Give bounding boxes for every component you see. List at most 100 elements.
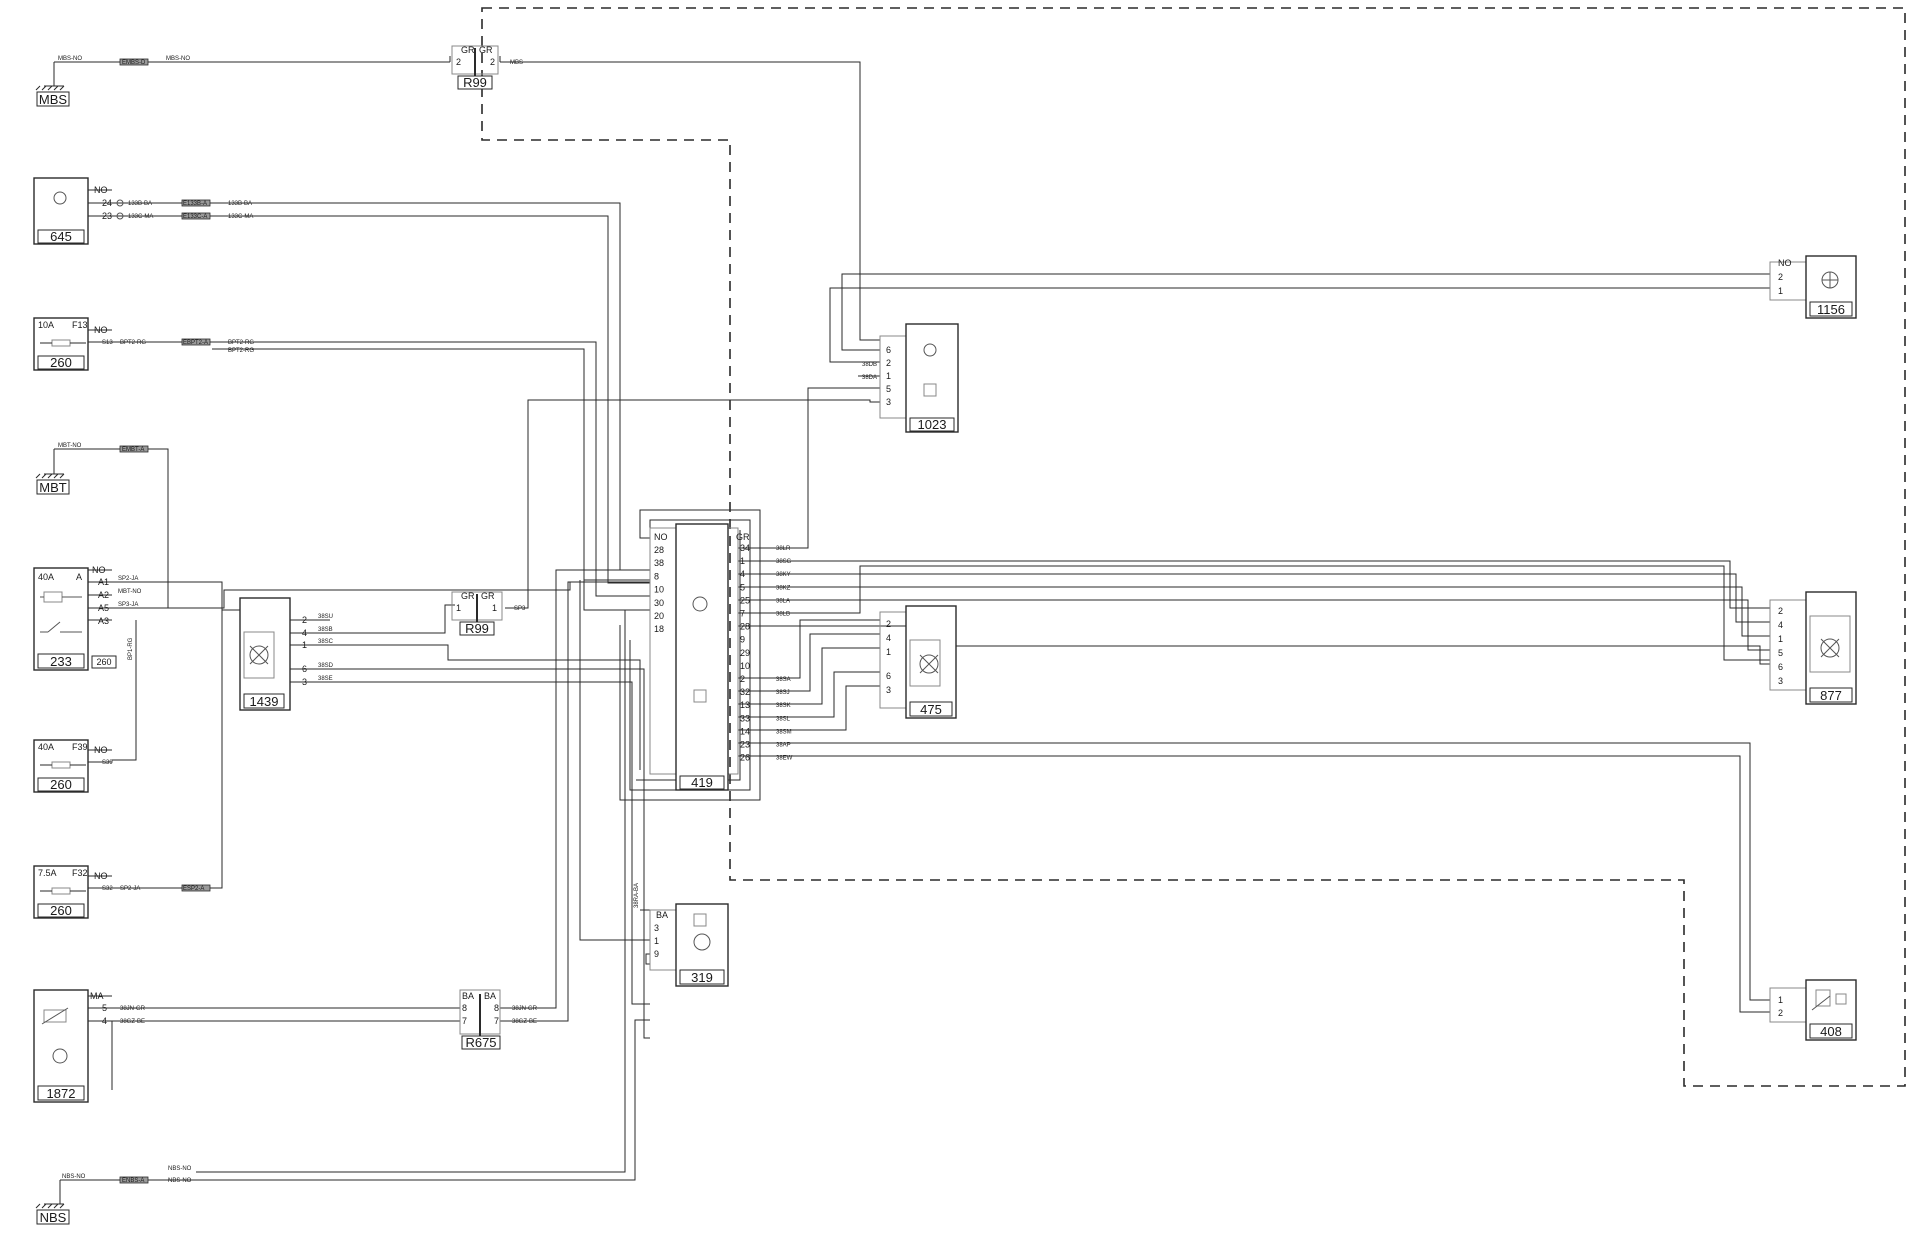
svg-text:1: 1	[886, 647, 891, 657]
component-1872: 1872 MA 5 4 38JN-GR 38GZ-BE	[33, 989, 146, 1103]
pin-419-right-28: 28	[740, 622, 750, 632]
svg-text:7: 7	[462, 1016, 467, 1026]
svg-text:7.5A: 7.5A	[38, 868, 57, 878]
component-419: 419 NO GR	[649, 523, 750, 791]
svg-text:F32: F32	[72, 868, 88, 878]
ground-mbt: MBT MBT-NO EMBT-A	[35, 443, 149, 495]
connector-r675: BA BA 8 7 8 7 R675 38JN-GR 38GZ-BE	[459, 989, 538, 1050]
component-1156: 1156 NO 2 1	[1769, 255, 1857, 319]
svg-text:1872: 1872	[47, 1086, 76, 1101]
svg-text:2: 2	[302, 615, 307, 625]
svg-text:3: 3	[886, 685, 891, 695]
svg-text:4: 4	[102, 1016, 107, 1026]
svg-text:A: A	[76, 572, 82, 582]
svg-text:260: 260	[50, 355, 72, 370]
pin-419-left-8: 8	[654, 571, 659, 581]
svg-text:38GZ-BE: 38GZ-BE	[120, 1019, 145, 1025]
svg-text:S39: S39	[102, 760, 113, 766]
svg-text:EBPT2-A: EBPT2-A	[183, 340, 208, 346]
svg-text:8: 8	[494, 1003, 499, 1013]
svg-text:2: 2	[456, 57, 461, 67]
svg-text:NO: NO	[1778, 258, 1792, 268]
svg-text:MBT-NO: MBT-NO	[58, 443, 82, 449]
svg-text:40A: 40A	[38, 572, 54, 582]
svg-text:2: 2	[1778, 1008, 1783, 1018]
ground-mbs-label: MBS	[39, 92, 68, 107]
pin-419-left-38: 38	[654, 558, 664, 568]
svg-text:9: 9	[654, 949, 659, 959]
svg-text:4: 4	[886, 633, 891, 643]
pin-419-left-28: 28	[654, 545, 664, 555]
svg-text:BA: BA	[484, 991, 496, 1001]
actuator-icon	[919, 654, 939, 674]
svg-text:MBS-NO: MBS-NO	[58, 56, 82, 62]
pin-419-right-33: 33	[740, 713, 750, 723]
svg-text:38SU: 38SU	[318, 614, 333, 620]
svg-text:6: 6	[886, 345, 891, 355]
component-319: 319 BA 3 1 9 38RA-BA	[634, 883, 729, 987]
wire-label-419-34: 38LR	[776, 546, 791, 552]
svg-text:1: 1	[1778, 995, 1783, 1005]
pin-419-right-25: 25	[740, 595, 750, 605]
sensor-icon	[923, 343, 937, 357]
wire-label-419-7: 38LB	[776, 612, 790, 618]
svg-text:38GZ-BE: 38GZ-BE	[512, 1019, 537, 1025]
svg-text:3: 3	[654, 923, 659, 933]
pin-419-right-14: 14	[740, 726, 750, 736]
svg-text:BPT2-RG: BPT2-RG	[120, 340, 146, 346]
svg-text:4: 4	[302, 628, 307, 638]
svg-text:NO: NO	[94, 325, 108, 335]
svg-text:38DA: 38DA	[862, 375, 877, 381]
svg-text:1: 1	[1778, 286, 1783, 296]
svg-text:1: 1	[886, 371, 891, 381]
svg-text:38SB: 38SB	[318, 627, 333, 633]
pin-419-right-9: 9	[740, 635, 745, 645]
svg-text:1156: 1156	[1817, 302, 1845, 317]
shield-zone-outline	[481, 7, 1906, 1087]
sensor-icon	[693, 913, 707, 927]
svg-text:38DB: 38DB	[862, 362, 877, 368]
svg-text:260: 260	[96, 657, 111, 667]
svg-text:GR: GR	[461, 45, 475, 55]
svg-text:2: 2	[490, 57, 495, 67]
svg-text:MBS: MBS	[510, 60, 523, 66]
svg-text:2: 2	[886, 619, 891, 629]
svg-text:NO: NO	[94, 871, 108, 881]
svg-text:E133C-A: E133C-A	[183, 214, 207, 220]
pin-419-right-32: 32	[740, 687, 750, 697]
pin-419-left-10: 10	[654, 585, 664, 595]
svg-text:GR: GR	[461, 591, 475, 601]
svg-text:GR: GR	[479, 45, 493, 55]
svg-text:2: 2	[886, 358, 891, 368]
component-408: 408 1 2	[1769, 979, 1857, 1041]
svg-text:133B-BA: 133B-BA	[228, 201, 252, 207]
svg-text:23: 23	[102, 211, 112, 221]
svg-text:408: 408	[1820, 1024, 1842, 1039]
ground-nbs: NBS NBS-NO ENBS-A NBS-NO NBS-NO	[35, 1166, 192, 1225]
svg-text:F39: F39	[72, 742, 88, 752]
pin-419-right-26: 26	[740, 753, 750, 763]
svg-text:38SD: 38SD	[318, 663, 334, 669]
svg-text:A1: A1	[98, 577, 109, 587]
svg-text:E133B-A: E133B-A	[183, 201, 207, 207]
svg-text:R675: R675	[465, 1035, 496, 1050]
svg-text:3: 3	[886, 397, 891, 407]
component-475: 475 2 4 1 6 3	[879, 605, 957, 719]
svg-text:A3: A3	[98, 616, 109, 626]
svg-text:3: 3	[302, 677, 307, 687]
svg-text:A2: A2	[98, 590, 109, 600]
wire-label-419-25: 38LA	[776, 598, 790, 604]
thermistor-icon	[43, 1009, 67, 1023]
svg-text:133B-BA: 133B-BA	[128, 201, 152, 207]
svg-text:38RA-BA: 38RA-BA	[634, 883, 640, 908]
pin-419-right-23: 23	[740, 740, 750, 750]
ground-mbt-label: MBT	[39, 480, 67, 495]
svg-text:4: 4	[1778, 620, 1783, 630]
svg-text:GR: GR	[736, 532, 750, 542]
svg-text:SP3-JA: SP3-JA	[118, 602, 138, 608]
svg-text:8: 8	[462, 1003, 467, 1013]
svg-text:EMBS-D: EMBS-D	[122, 60, 146, 66]
svg-text:SP2-JA: SP2-JA	[118, 576, 138, 582]
svg-text:NO: NO	[94, 745, 108, 755]
